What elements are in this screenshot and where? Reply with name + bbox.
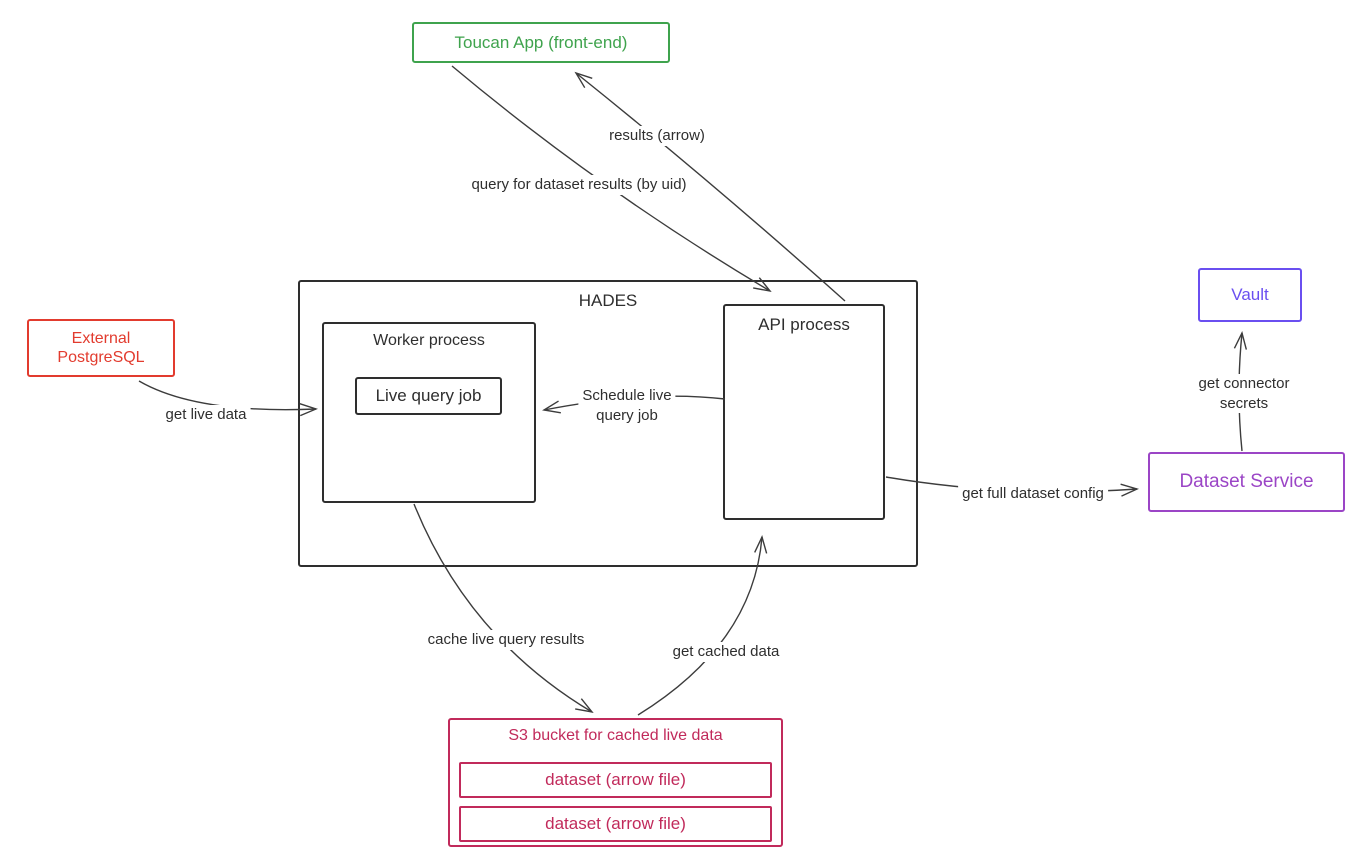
edge-label-query-for-dataset-results: query for dataset results (by uid) xyxy=(467,175,691,195)
edge-label-get-full-dataset-config: get full dataset config xyxy=(958,484,1108,504)
node-worker-process-label: Worker process xyxy=(373,332,485,349)
node-vault-label: Vault xyxy=(1231,285,1269,304)
node-s3-dataset-file-label: dataset (arrow file) xyxy=(545,814,686,833)
node-live-query-job: Live query job xyxy=(355,377,502,415)
node-external-postgresql-label-line2: PostgreSQL xyxy=(57,349,145,366)
node-worker-process: Worker process xyxy=(322,322,536,503)
node-vault: Vault xyxy=(1198,268,1302,322)
node-dataset-service-label: Dataset Service xyxy=(1179,471,1314,492)
node-toucan-app-label: Toucan App (front-end) xyxy=(454,32,628,52)
node-s3-dataset-file: dataset (arrow file) xyxy=(459,762,772,798)
edge-label-get-live-data: get live data xyxy=(161,405,251,425)
node-toucan-app: Toucan App (front-end) xyxy=(412,22,670,63)
edge-label-results-arrow: results (arrow) xyxy=(605,126,709,146)
edge-label-schedule-live-query-job: Schedule live query job xyxy=(578,386,676,425)
node-external-postgresql: External PostgreSQL xyxy=(27,319,175,377)
node-dataset-service: Dataset Service xyxy=(1148,452,1345,512)
node-api-process-label: API process xyxy=(758,315,850,334)
node-live-query-job-label: Live query job xyxy=(375,386,482,405)
node-s3-bucket: S3 bucket for cached live data dataset (… xyxy=(448,718,783,847)
edge-label-cache-live-query-results: cache live query results xyxy=(423,630,589,650)
node-s3-dataset-file-label: dataset (arrow file) xyxy=(545,770,686,789)
node-api-process: API process xyxy=(723,304,885,520)
edge-label-get-connector-secrets: get connector secrets xyxy=(1194,374,1294,413)
node-s3-dataset-file: dataset (arrow file) xyxy=(459,806,772,842)
node-hades-label: HADES xyxy=(578,291,638,310)
node-external-postgresql-label-line1: External xyxy=(71,329,131,347)
edge-label-get-cached-data: get cached data xyxy=(668,642,784,662)
node-s3-bucket-title: S3 bucket for cached live data xyxy=(508,727,723,744)
